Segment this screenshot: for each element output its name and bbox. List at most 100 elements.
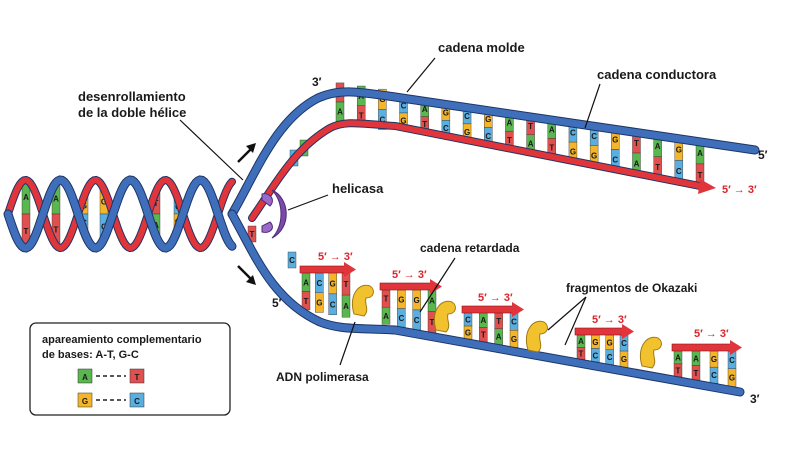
base-letter: A	[343, 302, 349, 311]
five-prime-bottom-label: 5′	[272, 296, 282, 310]
base-letter: T	[430, 318, 435, 327]
base-letter: T	[344, 280, 349, 289]
three-prime-bottom-label: 3′	[750, 392, 760, 406]
base-letter: C	[711, 371, 717, 380]
base-letter: A	[383, 312, 389, 321]
base-letter: G	[379, 95, 385, 104]
lagging-base-2-0-new: C	[463, 312, 473, 327]
lagging-base-2-0-template: G	[463, 325, 473, 340]
base-letter: C	[289, 256, 295, 265]
polymerase-label: ADN polimerasa	[276, 370, 369, 384]
lagging-base-4-2-new: G	[709, 350, 719, 368]
base-letter: C	[485, 132, 491, 141]
leading-base-0-new: A	[335, 101, 345, 122]
leading-arrowhead	[698, 179, 716, 194]
okazaki-arrowhead-0	[344, 262, 356, 277]
legend-right-base: T	[135, 373, 140, 382]
base-letter: C	[612, 155, 618, 164]
base-letter: A	[303, 278, 309, 287]
three-prime-top-label: 3′	[312, 75, 322, 89]
lagging-base-2-1-new: A	[479, 312, 488, 328]
lagging-base-4-0-template: T	[673, 363, 683, 378]
lagging-base-3-1-new: G	[591, 334, 600, 349]
okazaki-fragment-4	[671, 343, 733, 352]
base-letter: T	[698, 171, 703, 180]
base-letter: C	[464, 112, 470, 121]
okazaki-arrowhead-3	[622, 324, 634, 339]
lagging-base-1-0-new: T	[381, 289, 391, 308]
base-letter: A	[507, 119, 513, 128]
legend-right-base: C	[134, 397, 140, 406]
base-letter: G	[570, 148, 576, 157]
base-letter: T	[507, 136, 512, 145]
lagging-base-0-1-template: G	[315, 292, 324, 313]
base-letter: G	[400, 116, 406, 125]
helicase-enzyme	[261, 189, 287, 239]
okazaki-label: fragmentos de Okazaki	[566, 281, 697, 295]
leading-new-strand	[249, 120, 703, 221]
fork-arrow-up	[237, 143, 256, 163]
lagging-base-1-0-template: A	[381, 306, 391, 325]
base-letter: T	[54, 226, 59, 235]
base-letter: A	[675, 353, 681, 362]
leading-template-strand	[228, 88, 759, 218]
base-letter: T	[384, 295, 389, 304]
okazaki-fragment-3	[574, 327, 625, 336]
base-letter: T	[694, 369, 699, 378]
okazaki-arrowhead-2	[512, 302, 524, 317]
lagging-base-2-3-template: G	[509, 329, 519, 348]
base-letter: C	[592, 351, 598, 360]
base-letter: G	[398, 295, 404, 304]
lagging-base-2-2-template: A	[494, 328, 503, 345]
lagging-base-1-1-new: G	[397, 289, 406, 309]
base-letter: G	[592, 338, 598, 347]
base-letter: C	[511, 318, 517, 327]
base-letter: T	[549, 144, 554, 153]
lagging-base-4-1-new: A	[691, 350, 701, 366]
lagging-base-4-2-template: C	[709, 366, 719, 384]
unwinding-label-line2: de la doble hélice	[78, 105, 186, 120]
template-strand-label: cadena molde	[438, 40, 525, 55]
dna-polymerase-1	[434, 300, 456, 333]
base-letter: G	[711, 355, 717, 364]
okazaki-direction-label-1: 5′ → 3′	[318, 251, 353, 263]
okazaki-fragment-1	[379, 282, 433, 291]
base-letter: C	[621, 339, 627, 348]
base-letter: C	[401, 102, 407, 111]
base-letter: A	[429, 297, 435, 306]
base-letter: C	[443, 124, 449, 133]
lagging-base-1-1-template: C	[397, 308, 406, 328]
base-letter: A	[578, 337, 584, 346]
lagging-base-3-2-new: G	[605, 334, 614, 350]
base-letter: C	[591, 132, 597, 141]
okazaki-direction-label-5: 5′ → 3′	[694, 328, 729, 340]
leader-lines	[179, 57, 601, 366]
base-letter: T	[24, 227, 29, 236]
base-letter: C	[570, 129, 576, 138]
helicase-label: helicasa	[332, 181, 384, 196]
okazaki-direction-label-3: 5′ → 3′	[478, 292, 513, 304]
lagging-base-0-0-new: A	[301, 272, 311, 292]
base-pairing-legend: apareamiento complementario de bases: A-…	[29, 322, 231, 416]
base-letter: G	[330, 279, 336, 288]
leading-direction-label: 5′ → 3′	[722, 184, 757, 196]
base-letter: T	[422, 120, 427, 129]
base-letter: A	[496, 333, 502, 342]
lagging-base-0-3-new: T	[341, 272, 351, 296]
lagging-base-3-0-template: T	[576, 347, 586, 360]
base-letter: A	[549, 125, 555, 134]
fork-arrow-down	[237, 265, 256, 285]
lagging-template-strand	[228, 210, 744, 396]
okazaki-direction-label-2: 5′ → 3′	[392, 269, 427, 281]
base-letter: C	[379, 115, 385, 124]
base-letter: G	[485, 115, 491, 124]
base-letter: G	[607, 338, 613, 347]
okazaki-fragment-2	[461, 305, 515, 314]
lagging-base-3-3-template: G	[619, 350, 629, 368]
